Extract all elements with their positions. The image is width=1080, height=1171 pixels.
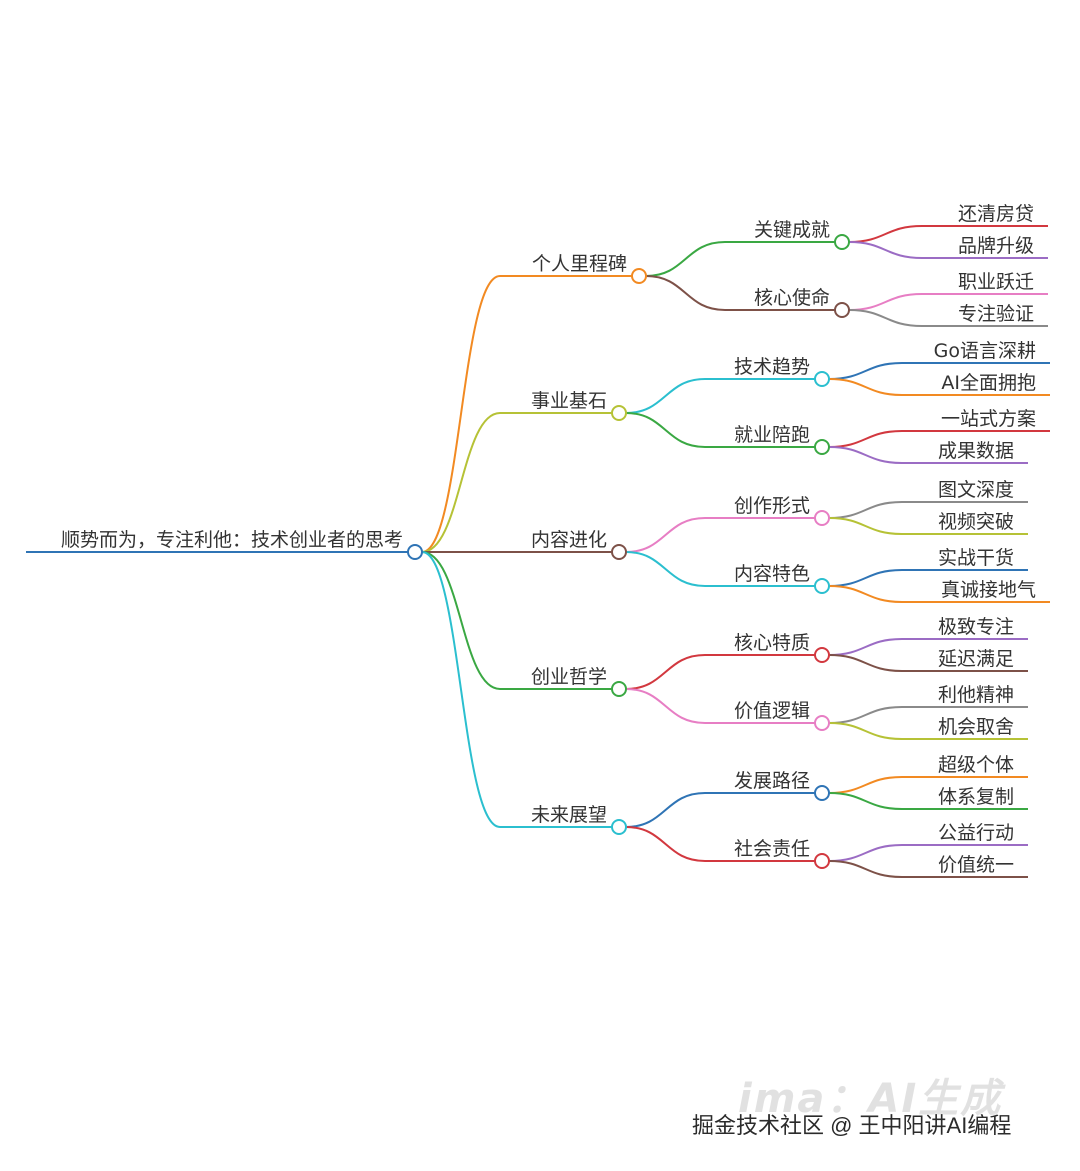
leaf-connector-2-1-1 xyxy=(828,585,903,603)
leaf-label-3-1-1: 机会取舍 xyxy=(938,716,1014,738)
branch-node-1 xyxy=(611,405,627,421)
subbranch-node-1-1 xyxy=(814,439,830,455)
root-node-label: 顺势而为，专注利他：技术创业者的思考 xyxy=(61,529,403,551)
leaf-connector-1-0-0 xyxy=(828,362,903,380)
leaf-connector-1-0-1 xyxy=(828,378,903,396)
root-node xyxy=(407,544,423,560)
subbranch-label-1-1: 就业陪跑 xyxy=(734,424,810,446)
leaf-label-2-0-1: 视频突破 xyxy=(938,511,1014,533)
subbranch-label-0-1: 核心使命 xyxy=(754,287,830,309)
subbranch-label-3-1: 价值逻辑 xyxy=(734,700,810,722)
leaf-connector-3-0-1 xyxy=(828,654,903,672)
branch-connector-0 xyxy=(421,275,501,553)
branch-label-1: 事业基石 xyxy=(531,390,607,412)
leaf-connector-0-1-1 xyxy=(848,309,923,327)
leaf-label-2-1-1: 真诚接地气 xyxy=(941,579,1036,601)
subbranch-connector-1-1 xyxy=(625,412,706,448)
branch-node-4 xyxy=(611,819,627,835)
subbranch-node-3-1 xyxy=(814,715,830,731)
subbranch-connector-1-0 xyxy=(625,378,706,414)
branch-connector-1 xyxy=(421,412,501,553)
subbranch-node-4-0 xyxy=(814,785,830,801)
leaf-label-0-0-1: 品牌升级 xyxy=(958,235,1034,257)
subbranch-connector-2-1 xyxy=(625,551,706,587)
leaf-label-2-0-0: 图文深度 xyxy=(938,479,1014,501)
subbranch-label-0-0: 关键成就 xyxy=(754,219,830,241)
branch-node-3 xyxy=(611,681,627,697)
leaf-connector-0-0-1 xyxy=(848,241,923,259)
leaf-label-1-1-1: 成果数据 xyxy=(938,440,1014,462)
ai-generated-watermark: ima：AI生成 xyxy=(738,1076,1003,1122)
leaf-connector-4-1-0 xyxy=(828,844,903,862)
leaf-connector-1-1-1 xyxy=(828,446,903,464)
subbranch-node-4-1 xyxy=(814,853,830,869)
leaf-label-1-0-0: Go语言深耕 xyxy=(934,340,1036,362)
subbranch-connector-2-0 xyxy=(625,517,706,553)
leaf-label-4-1-0: 公益行动 xyxy=(938,822,1014,844)
subbranch-connector-4-0 xyxy=(625,792,706,828)
leaf-connector-2-0-0 xyxy=(828,501,903,519)
leaf-label-1-1-0: 一站式方案 xyxy=(941,408,1036,430)
leaf-label-3-0-0: 极致专注 xyxy=(938,616,1014,638)
leaf-connector-2-1-0 xyxy=(828,569,903,587)
subbranch-label-1-0: 技术趋势 xyxy=(734,356,810,378)
branch-label-0: 个人里程碑 xyxy=(532,253,627,275)
leaf-label-4-0-0: 超级个体 xyxy=(938,754,1014,776)
subbranch-node-1-0 xyxy=(814,371,830,387)
subbranch-node-3-0 xyxy=(814,647,830,663)
subbranch-label-2-1: 内容特色 xyxy=(734,563,810,585)
subbranch-label-3-0: 核心特质 xyxy=(734,632,810,654)
subbranch-node-0-1 xyxy=(834,302,850,318)
leaf-connector-4-0-0 xyxy=(828,776,903,794)
leaf-connector-0-0-0 xyxy=(848,225,923,243)
leaf-connector-4-1-1 xyxy=(828,860,903,878)
leaf-label-4-1-1: 价值统一 xyxy=(938,854,1014,876)
subbranch-node-2-1 xyxy=(814,578,830,594)
leaf-label-3-1-0: 利他精神 xyxy=(938,684,1014,706)
leaf-connector-2-0-1 xyxy=(828,517,903,535)
subbranch-label-2-0: 创作形式 xyxy=(734,495,810,517)
leaf-connector-3-1-0 xyxy=(828,706,903,724)
subbranch-connector-3-1 xyxy=(625,688,706,724)
branch-label-3: 创业哲学 xyxy=(531,666,607,688)
leaf-label-4-0-1: 体系复制 xyxy=(938,786,1014,808)
branch-label-2: 内容进化 xyxy=(531,529,607,551)
leaf-label-1-0-1: AI全面拥抱 xyxy=(941,372,1036,394)
leaf-label-0-1-1: 专注验证 xyxy=(958,303,1034,325)
leaf-label-2-1-0: 实战干货 xyxy=(938,547,1014,569)
subbranch-label-4-1: 社会责任 xyxy=(734,838,810,860)
subbranch-connector-0-1 xyxy=(645,275,726,311)
leaf-connector-1-1-0 xyxy=(828,430,903,448)
leaf-connector-3-0-0 xyxy=(828,638,903,656)
subbranch-connector-4-1 xyxy=(625,826,706,862)
subbranch-node-0-0 xyxy=(834,234,850,250)
leaf-label-0-1-0: 职业跃迁 xyxy=(958,271,1034,293)
subbranch-connector-3-0 xyxy=(625,654,706,690)
leaf-connector-3-1-1 xyxy=(828,722,903,740)
leaf-connector-0-1-0 xyxy=(848,293,923,311)
branch-node-0 xyxy=(631,268,647,284)
subbranch-connector-0-0 xyxy=(645,241,726,277)
leaf-label-3-0-1: 延迟满足 xyxy=(938,648,1014,670)
branch-connector-3 xyxy=(421,551,501,690)
subbranch-label-4-0: 发展路径 xyxy=(734,770,810,792)
leaf-label-0-0-0: 还清房贷 xyxy=(958,203,1034,225)
branch-node-2 xyxy=(611,544,627,560)
subbranch-node-2-0 xyxy=(814,510,830,526)
branch-label-4: 未来展望 xyxy=(531,804,607,826)
branch-connector-4 xyxy=(421,551,501,828)
leaf-connector-4-0-1 xyxy=(828,792,903,810)
source-credit-watermark: 掘金技术社区 @ 王中阳讲AI编程 xyxy=(692,1113,1012,1138)
